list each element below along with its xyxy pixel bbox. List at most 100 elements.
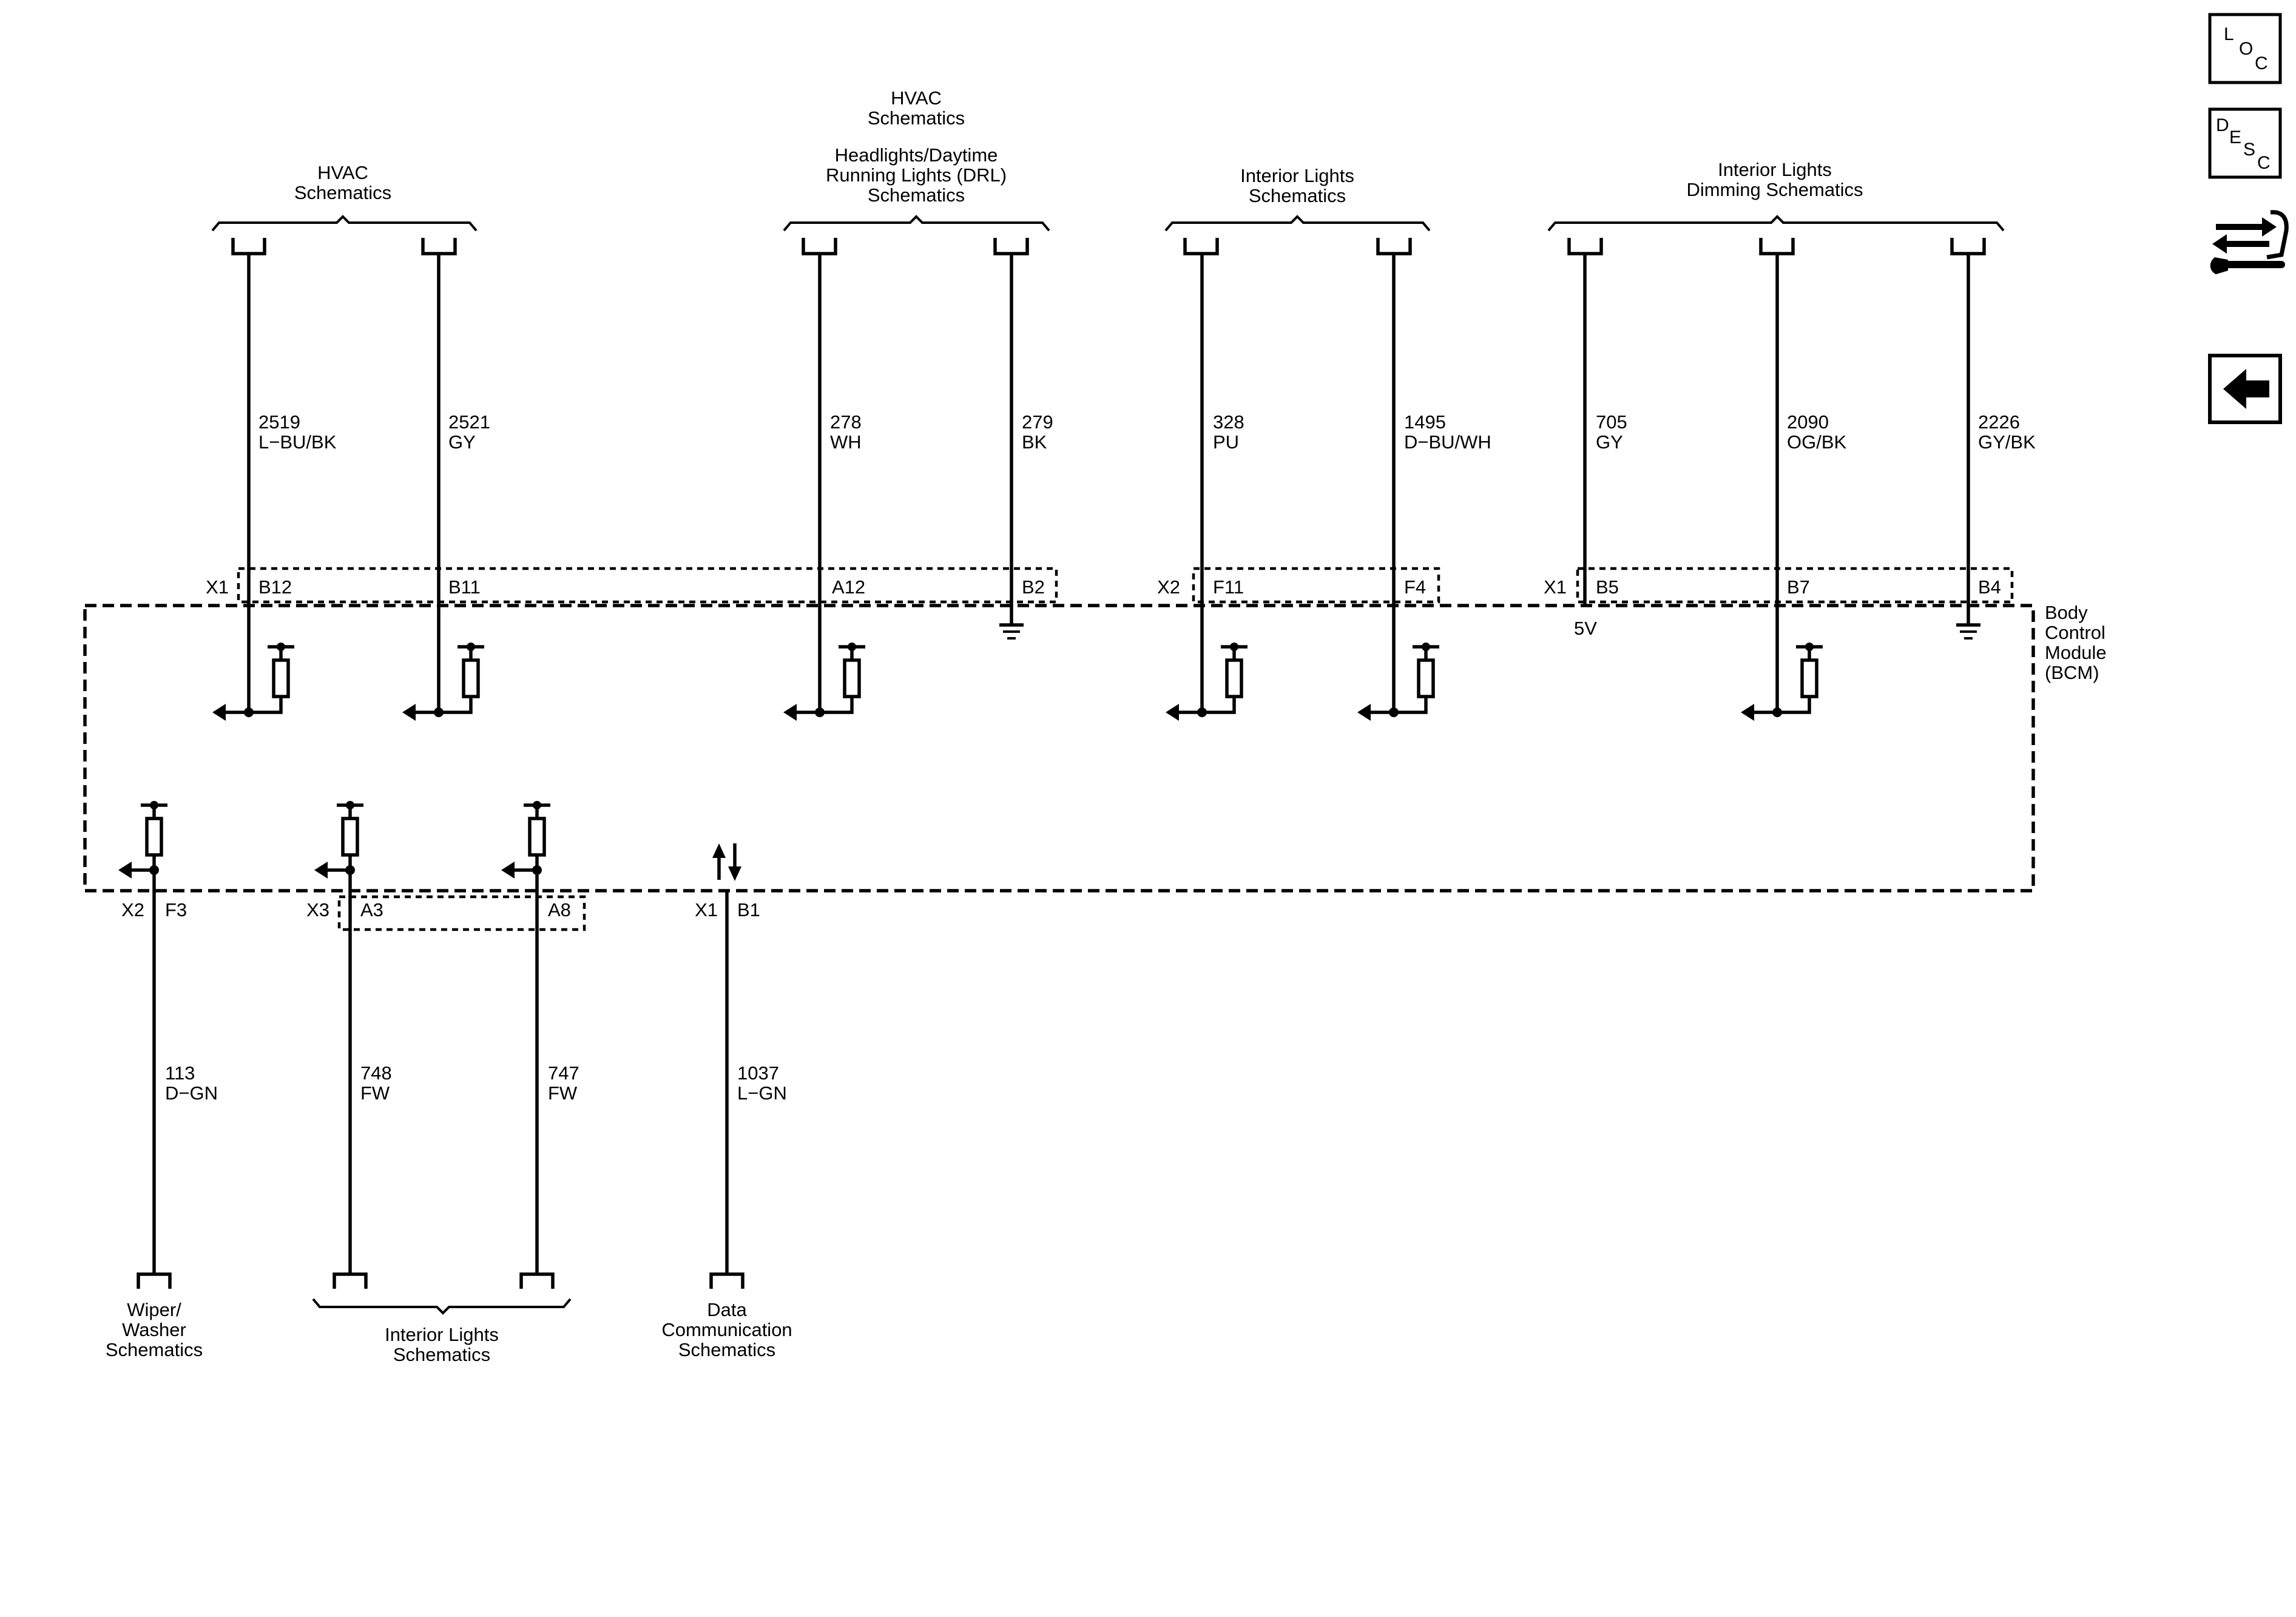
top-connector-boxes — [237, 567, 2014, 604]
desc-icon-letter-c: C — [2257, 153, 2271, 173]
terminal-113 — [137, 1272, 172, 1289]
top-group-drl-extra-line-1: HVAC — [891, 87, 942, 109]
troubleshoot-icon[interactable] — [2210, 210, 2289, 274]
circuit-number-705: 705 — [1596, 411, 1627, 433]
top-group-drl-bracket — [783, 215, 1050, 232]
serial-data-arrows — [712, 843, 741, 881]
top-group-dimming[interactable]: Interior Lights Dimming Schematics — [1547, 159, 2005, 232]
bcm-label-line-1: Body — [2045, 602, 2088, 623]
pin-label-279: B2 — [1022, 576, 1045, 598]
desc-icon-letter-s: S — [2243, 140, 2255, 160]
connector-box-x1-right — [1576, 567, 2014, 604]
top-group-dimming-bracket — [1547, 215, 2005, 232]
loc-icon[interactable]: L O C — [2208, 13, 2282, 84]
top-circuit-labels: 2519 L−BU/BK 2521 GY 278 WH 279 BK 328 P… — [258, 411, 2036, 453]
bcm-label-line-3: Module — [2045, 642, 2107, 663]
bottom-terminals — [137, 1272, 745, 1289]
terminal-278 — [802, 238, 837, 255]
pin-label-2519: B12 — [258, 576, 292, 598]
wire-color-748: FW — [360, 1082, 390, 1104]
pin-label-2090: B7 — [1787, 576, 1810, 598]
connector-label-748: X3 — [306, 899, 329, 920]
connector-label-2519: X1 — [206, 576, 229, 598]
bottom-group-wiper[interactable]: Wiper/ Washer Schematics — [106, 1299, 203, 1360]
circuit-number-328: 328 — [1213, 411, 1244, 433]
pullup-input-1495 — [1357, 643, 1439, 721]
wire-color-2226: GY/BK — [1978, 431, 2036, 453]
pin-label-278: A12 — [832, 576, 865, 598]
circuit-number-2521: 2521 — [448, 411, 490, 433]
terminal-279 — [993, 238, 1029, 255]
pin-label-1495: F4 — [1404, 576, 1426, 598]
wire-color-1495: D−BU/WH — [1404, 431, 1491, 453]
desc-icon-letter-e: E — [2229, 127, 2241, 147]
bottom-group-wiper-line-2: Washer — [122, 1319, 186, 1340]
terminal-748 — [333, 1272, 368, 1289]
terminal-1037 — [709, 1272, 745, 1289]
connector-box-x1-top — [237, 567, 1058, 604]
connector-label-705: X1 — [1544, 576, 1567, 598]
top-group-drl-extra-line-2: Schematics — [868, 107, 965, 129]
top-group-hvac1[interactable]: HVAC Schematics — [211, 162, 478, 232]
bottom-group-intlights-bracket — [312, 1298, 572, 1315]
bottom-group-intlights[interactable]: Interior Lights Schematics — [312, 1298, 572, 1365]
circuit-number-279: 279 — [1022, 411, 1053, 433]
wire-color-279: BK — [1022, 431, 1047, 453]
wire-color-2090: OG/BK — [1787, 431, 1847, 453]
top-group-intlights-line-1: Interior Lights — [1240, 165, 1354, 186]
loc-icon-letter-l: L — [2224, 24, 2234, 44]
top-group-drl-line-1: Headlights/Daytime — [835, 144, 998, 166]
terminal-2521 — [421, 238, 457, 255]
bottom-circuit-labels: 113 D−GN 748 FW 747 FW 1037 L−GN — [165, 1062, 787, 1104]
circuit-number-1495: 1495 — [1404, 411, 1446, 433]
connector-box-x3-bottom — [337, 895, 586, 931]
connector-label-113: X2 — [121, 899, 144, 920]
top-group-intlights[interactable]: Interior Lights Schematics — [1164, 165, 1431, 232]
pin-label-113: F3 — [165, 899, 187, 920]
terminal-2519 — [231, 238, 266, 255]
desc-icon-letter-d: D — [2216, 115, 2229, 135]
terminal-747 — [519, 1272, 555, 1289]
pin-label-1037: B1 — [737, 899, 760, 920]
bottom-wires — [152, 870, 729, 1274]
top-group-hvac1-line-1: HVAC — [317, 162, 368, 183]
wire-color-113: D−GN — [165, 1082, 218, 1104]
terminal-705 — [1567, 238, 1603, 255]
top-pin-labels: X1 B12 B11 A12 B2 X2 F11 F4 X1 B5 B7 B4 — [206, 576, 2001, 598]
pullup-input-328 — [1166, 643, 1248, 721]
bottom-group-wiper-line-1: Wiper/ — [127, 1299, 181, 1320]
circuit-number-113: 113 — [165, 1062, 195, 1084]
bottom-group-intlights-line-2: Schematics — [393, 1344, 490, 1365]
desc-icon[interactable]: D E S C — [2208, 107, 2282, 179]
pin-label-747: A8 — [548, 899, 571, 920]
pin-label-2226: B4 — [1978, 576, 2001, 598]
circuit-number-278: 278 — [830, 411, 862, 433]
top-group-dimming-line-2: Dimming Schematics — [1686, 179, 1863, 200]
circuit-number-1037: 1037 — [737, 1062, 779, 1084]
wire-color-1037: L−GN — [737, 1082, 787, 1104]
top-group-intlights-bracket — [1164, 215, 1431, 232]
wire-color-2521: GY — [448, 431, 476, 453]
circuit-number-747: 747 — [548, 1062, 579, 1084]
pin-label-705: B5 — [1596, 576, 1619, 598]
loc-icon-letter-o: O — [2239, 39, 2253, 59]
top-group-hvac1-bracket — [211, 215, 478, 232]
pullup-input-278 — [783, 643, 865, 721]
bottom-group-datacomm-line-2: Communication — [661, 1319, 792, 1340]
pin-label-2521: B11 — [448, 576, 481, 598]
bottom-pin-labels: X2 F3 X3 A3 A8 X1 B1 — [121, 899, 760, 920]
pin-label-328: F11 — [1213, 576, 1244, 598]
ground-symbol-2226 — [1956, 623, 1980, 640]
circuit-number-2226: 2226 — [1978, 411, 2020, 433]
top-wires — [247, 254, 1970, 712]
wire-color-705: GY — [1596, 431, 1623, 453]
pullup-input-2521 — [402, 643, 484, 721]
bottom-group-datacomm[interactable]: Data Communication Schematics — [661, 1299, 792, 1360]
bottom-group-intlights-line-1: Interior Lights — [385, 1324, 499, 1345]
top-group-drl[interactable]: HVAC Schematics Headlights/Daytime Runni… — [783, 87, 1050, 232]
wire-color-747: FW — [548, 1082, 578, 1104]
circuit-number-748: 748 — [360, 1062, 392, 1084]
back-arrow-icon[interactable] — [2208, 354, 2282, 424]
top-group-hvac1-line-2: Schematics — [294, 182, 391, 203]
